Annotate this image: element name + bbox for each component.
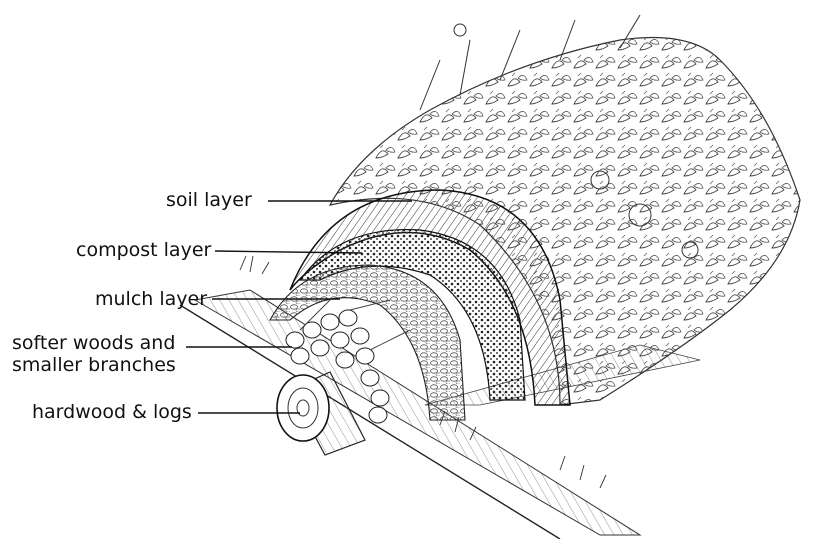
compost-layer-label: compost layer bbox=[76, 239, 211, 261]
soil-layer-label: soil layer bbox=[166, 189, 252, 211]
hardwood-logs-label: hardwood & logs bbox=[32, 401, 192, 423]
softer-woods-label: softer woods and smaller branches bbox=[12, 332, 176, 376]
softer-woods-label-line2: smaller branches bbox=[12, 354, 176, 376]
softer-woods-label-line1: softer woods and bbox=[12, 332, 176, 354]
mulch-layer-label: mulch layer bbox=[95, 288, 207, 310]
